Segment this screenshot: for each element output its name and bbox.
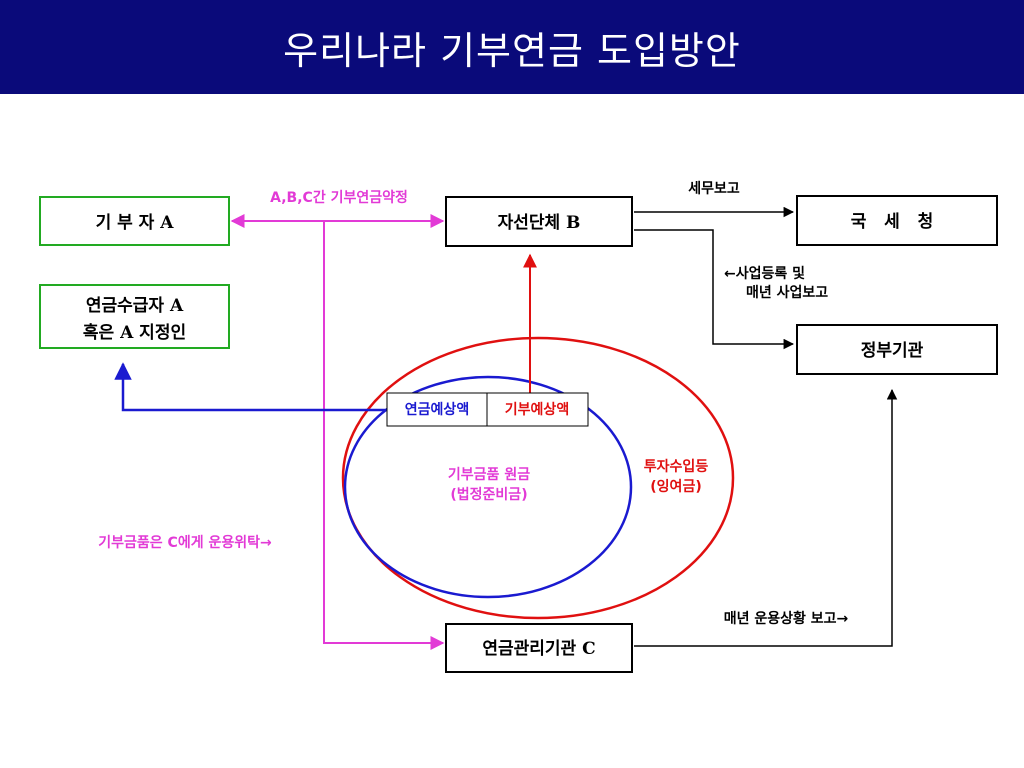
principal-label-2: (법정준비금) [450, 486, 527, 503]
svg-text:연금수급자 A: 연금수급자 A [86, 296, 184, 316]
donation-expected-cell: 기부예상액 [505, 401, 569, 418]
inner-ellipse-principal [343, 375, 633, 599]
gov-box: 정부기관 [796, 324, 998, 375]
surplus-label-2: (잉여금) [650, 478, 701, 495]
outer-ellipse-surplus [341, 336, 735, 620]
svg-text:국 세 청: 국 세 청 [851, 211, 933, 232]
page-title: 우리나라 기부연금 도입방안 [283, 28, 741, 73]
registration-label-1: ←사업등록 및 [724, 265, 805, 282]
tax-report-label: 세무보고 [688, 181, 740, 197]
donor-box: 기 부 자 A [39, 196, 230, 246]
svg-text:자선단체 B: 자선단체 B [498, 213, 581, 233]
svg-text:혹은 A 지정인: 혹은 A 지정인 [83, 322, 186, 343]
expected-amount-table: 연금예상액 기부예상액 [386, 392, 589, 427]
charity-box: 자선단체 B [445, 196, 633, 247]
annual-report-arrow [634, 388, 898, 647]
registration-arrow [634, 229, 795, 350]
registration-label-2: 매년 사업보고 [746, 285, 828, 301]
annuitant-box: 연금수급자 A 혹은 A 지정인 [39, 284, 230, 349]
entrust-label: 기부금품은 C에게 운용위탁→ [98, 534, 272, 551]
svg-text:정부기관: 정부기관 [861, 341, 924, 361]
annual-report-label: 매년 운용상황 보고→ [724, 610, 849, 627]
svg-text:연금관리기관 C: 연금관리기관 C [482, 639, 595, 659]
pension-arrow [114, 362, 387, 412]
manager-box: 연금관리기관 C [445, 623, 633, 673]
entrust-arrow [323, 221, 445, 650]
surplus-label-1: 투자수입등 [644, 459, 709, 475]
principal-label-1: 기부금품 원금 [448, 467, 530, 483]
nts-box: 국 세 청 [796, 195, 998, 246]
agreement-label: A,B,C간 기부연금약정 [270, 189, 408, 206]
title-bar: 우리나라 기부연금 도입방안 [0, 0, 1024, 94]
pension-expected-cell: 연금예상액 [405, 401, 469, 418]
svg-text:기 부 자 A: 기 부 자 A [96, 213, 175, 233]
